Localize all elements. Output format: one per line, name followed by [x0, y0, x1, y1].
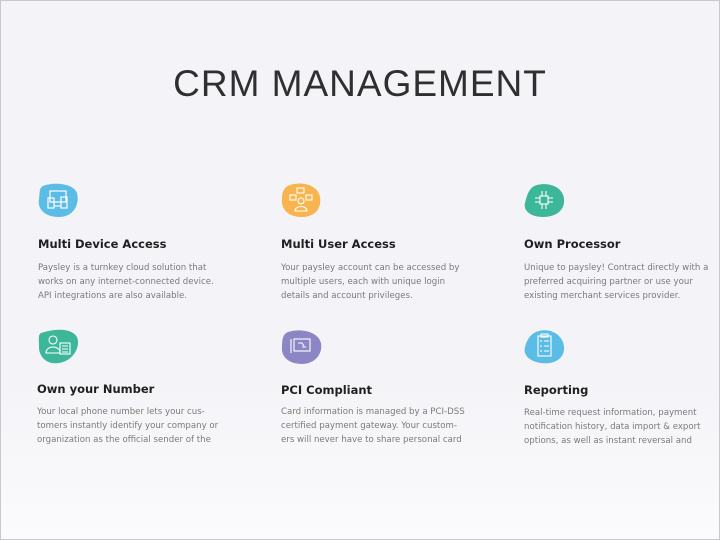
- user-id-card-icon: [37, 329, 79, 365]
- feature-title: Multi User Access: [281, 237, 396, 251]
- feature-card-own-number: Own your Number Your local phone number …: [37, 329, 227, 445]
- feature-title: Own your Number: [37, 382, 155, 396]
- feature-description: Your local phone number lets your cus- t…: [37, 407, 219, 445]
- feature-title: Own Processor: [524, 237, 621, 251]
- feature-title: PCI Compliant: [281, 383, 373, 397]
- processor-chip-icon: [523, 183, 565, 219]
- clipboard-report-icon: [523, 329, 565, 365]
- multi-user-icon: [280, 183, 322, 219]
- feature-card-multi-device: Multi Device Access Paysley is a turnkey…: [37, 183, 227, 301]
- devices-icon: [37, 183, 79, 219]
- card-reader-icon: [280, 329, 322, 365]
- feature-card-reporting: Reporting Real-time request information,…: [523, 329, 713, 446]
- feature-card-multi-user: Multi User Access Your paysley account c…: [280, 183, 470, 301]
- feature-description: Card information is managed by a PCI-DSS…: [281, 407, 465, 445]
- feature-description: Real-time request information, payment n…: [524, 408, 701, 446]
- page-title: CRM MANAGEMENT: [173, 63, 547, 104]
- feature-description: Unique to paysley! Contract directly wit…: [524, 263, 709, 301]
- feature-description: Paysley is a turnkey cloud solution that…: [38, 263, 214, 301]
- feature-card-pci-compliant: PCI Compliant Card information is manage…: [280, 329, 470, 445]
- feature-title: Reporting: [524, 383, 589, 397]
- feature-card-own-processor: Own Processor Unique to paysley! Contrac…: [523, 183, 713, 301]
- feature-title: Multi Device Access: [38, 237, 167, 251]
- feature-description: Your paysley account can be accessed by …: [281, 263, 460, 301]
